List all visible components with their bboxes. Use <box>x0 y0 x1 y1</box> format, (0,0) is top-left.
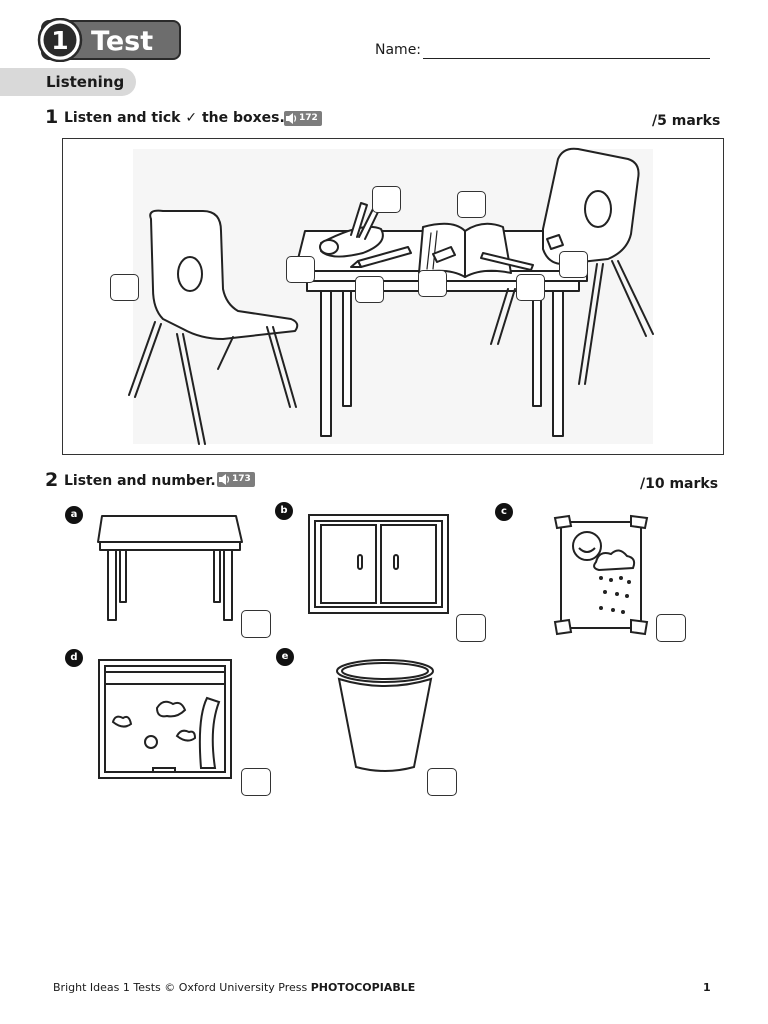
item-letter-c: c <box>495 503 513 521</box>
pencil-illustration <box>480 252 534 271</box>
item-letter-e: e <box>276 648 294 666</box>
q1-audio-track: 172 <box>299 113 318 123</box>
cupboard-icon <box>308 514 449 614</box>
window-icon <box>98 659 232 779</box>
pencil-case-illustration <box>319 202 384 258</box>
poster-icon <box>553 514 649 636</box>
bin-icon <box>336 659 434 772</box>
q1-number: 1 <box>45 106 59 128</box>
q2-marks: /10 marks <box>640 476 719 492</box>
right-chair-illustration <box>490 147 654 385</box>
page-number: 1 <box>703 981 711 994</box>
item-letter-d: d <box>65 649 83 667</box>
tick-box-sharpener[interactable] <box>559 251 588 278</box>
number-box-b[interactable] <box>456 614 486 642</box>
speaker-icon <box>219 474 230 485</box>
number-box-c[interactable] <box>656 614 686 642</box>
name-label: Name: <box>375 42 422 58</box>
tick-box-pencil-case[interactable] <box>286 256 315 283</box>
speaker-icon <box>286 113 297 124</box>
number-box-e[interactable] <box>427 768 457 796</box>
tick-box-chair-left[interactable] <box>110 274 139 301</box>
footer-credit-text: Bright Ideas 1 Tests © Oxford University… <box>53 981 308 994</box>
tick-box-pencil[interactable] <box>516 274 545 301</box>
sharpener-illustration <box>546 234 564 250</box>
q2-audio-badge[interactable]: 173 <box>217 472 255 487</box>
q1-audio-badge[interactable]: 172 <box>284 111 322 126</box>
q2-number: 2 <box>45 469 59 491</box>
table-icon <box>97 515 243 621</box>
tick-box-book[interactable] <box>457 191 486 218</box>
badge-number: 1 <box>51 26 68 55</box>
q1-instruction: Listen and tick ✓ the boxes. <box>64 110 285 126</box>
footer-credit: Bright Ideas 1 Tests © Oxford University… <box>53 981 415 994</box>
rubber-illustration <box>432 246 456 263</box>
left-chair-illustration <box>128 209 299 445</box>
test-badge: 1 Test <box>37 18 181 62</box>
number-box-d[interactable] <box>241 768 271 796</box>
q2-instruction: Listen and number. <box>64 473 216 489</box>
section-label: Listening <box>46 73 125 91</box>
number-box-a[interactable] <box>241 610 271 638</box>
tick-box-pen[interactable] <box>355 276 384 303</box>
tick-box-rubber[interactable] <box>418 270 447 297</box>
book-illustration <box>418 222 512 278</box>
section-tab <box>0 68 136 96</box>
badge-word: Test <box>91 26 153 57</box>
item-letter-b: b <box>275 502 293 520</box>
classroom-picture-frame <box>62 138 724 455</box>
name-input-line[interactable] <box>423 58 710 59</box>
item-letter-a: a <box>65 506 83 524</box>
q1-marks: /5 marks <box>652 113 721 129</box>
footer-photocopiable: PHOTOCOPIABLE <box>310 981 416 994</box>
tick-box-pencil-case-pencils[interactable] <box>372 186 401 213</box>
q2-audio-track: 173 <box>232 474 251 484</box>
